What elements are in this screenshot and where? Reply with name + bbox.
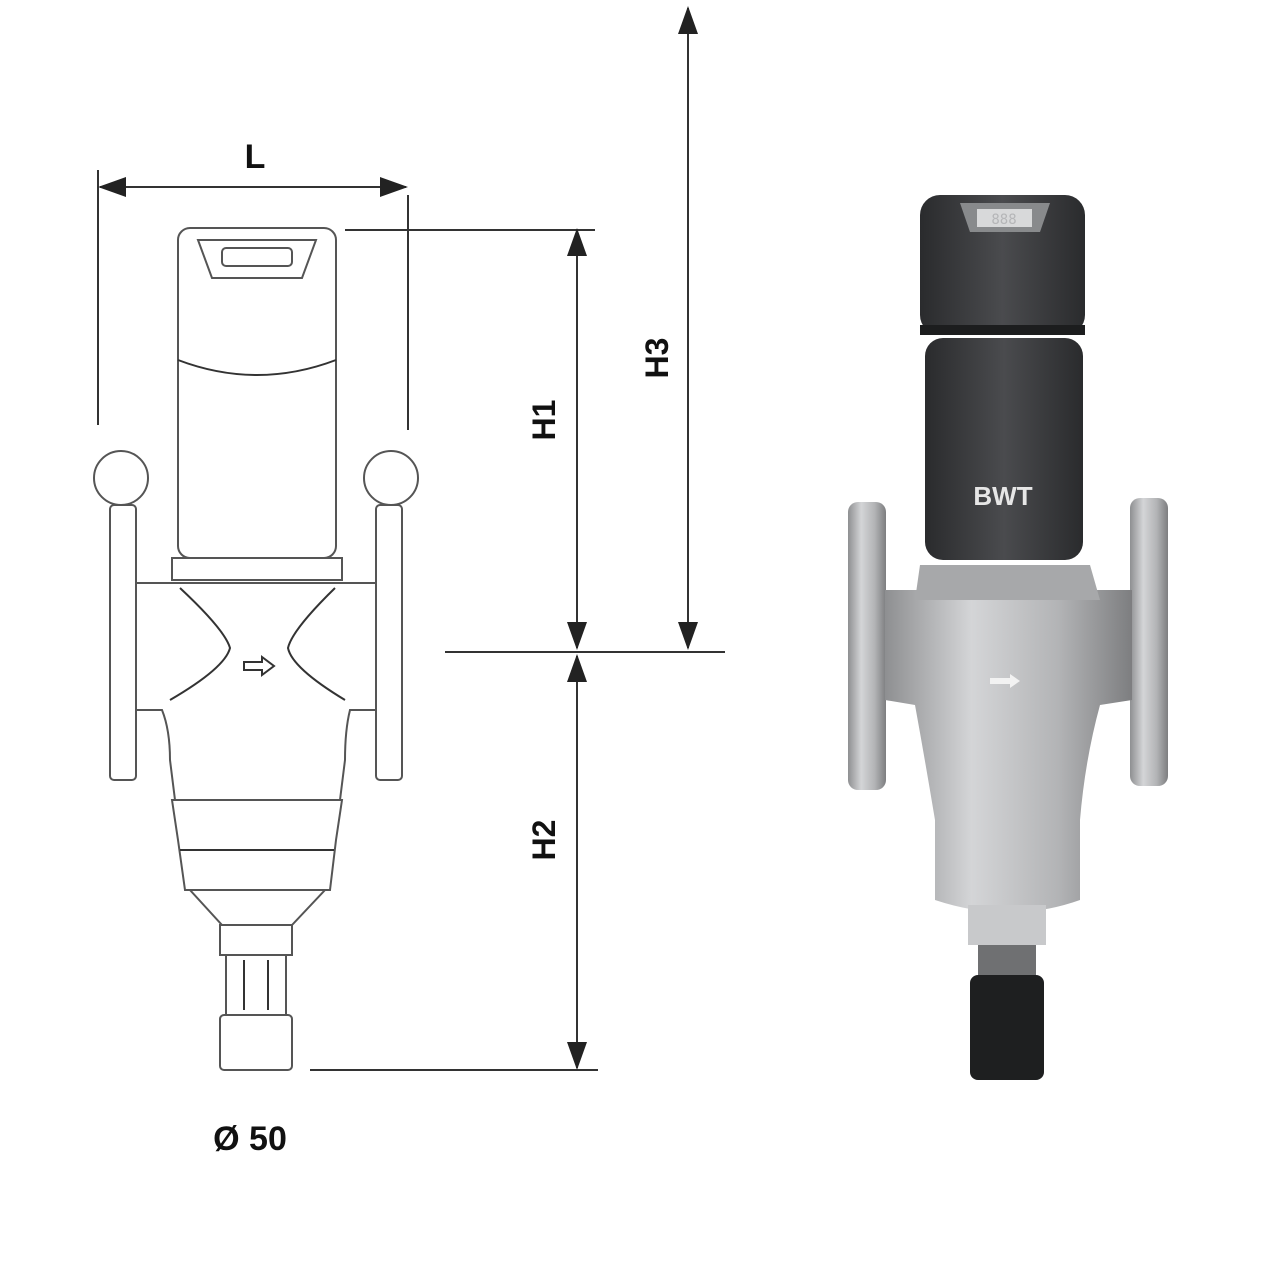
drain-connector	[219, 1014, 293, 1071]
h3-label: H3	[639, 338, 675, 379]
photo-right-flange	[1130, 498, 1168, 786]
length-label: L	[245, 138, 266, 176]
filter-line-drawing	[93, 227, 419, 1071]
photo-drain-valve	[970, 975, 1044, 1080]
h1-label: H1	[526, 400, 562, 441]
filter-bowl	[170, 799, 344, 891]
right-flange	[375, 504, 403, 781]
h2-label: H2	[526, 820, 562, 861]
photo-valve-body	[885, 590, 1132, 913]
photo-display-digits: 888	[991, 212, 1016, 228]
valve-body	[135, 582, 377, 801]
product-photo: 888 BWT	[848, 195, 1168, 1080]
dimension-lines	[97, 5, 725, 1071]
left-flange-bolt	[93, 450, 149, 506]
photo-flow-arrow-icon	[990, 674, 1020, 688]
photo-control-head	[920, 195, 1085, 335]
photo-left-flange	[848, 502, 886, 790]
bwt-logo: BWT	[973, 481, 1032, 511]
photo-housing	[925, 338, 1083, 560]
left-flange	[109, 504, 137, 781]
diameter-label: Ø 50	[213, 1120, 287, 1158]
flow-arrow-icon	[243, 655, 276, 677]
right-flange-bolt	[363, 450, 419, 506]
